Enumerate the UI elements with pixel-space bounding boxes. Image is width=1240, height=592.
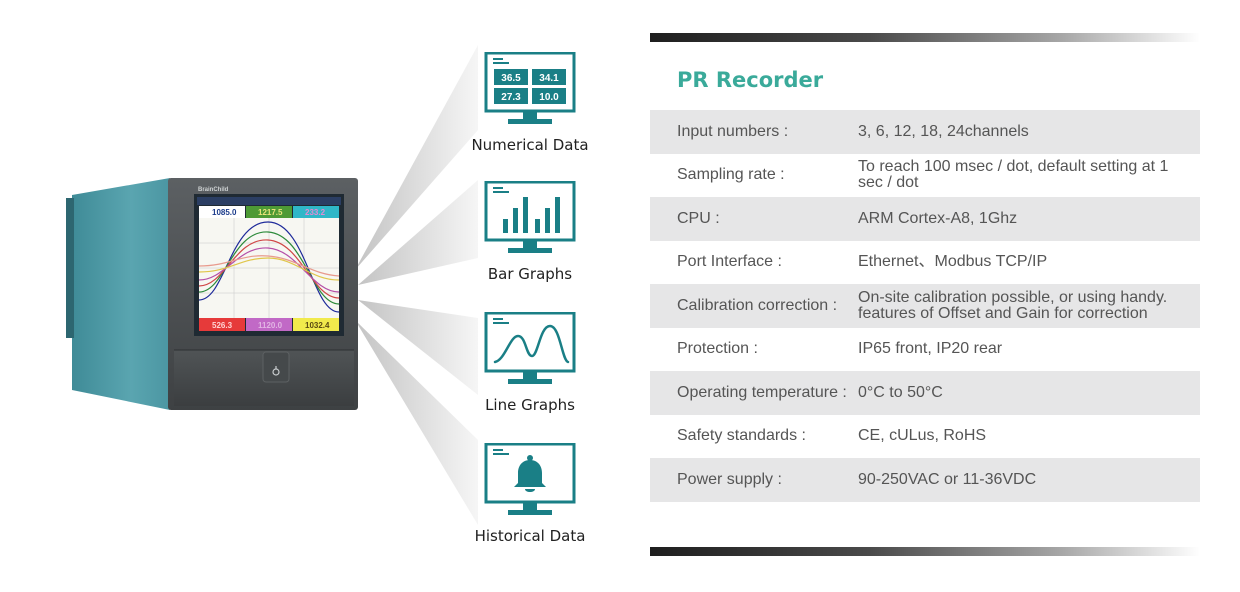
readout-bottom-1: 526.3 xyxy=(212,321,233,330)
alarm-bell-monitor-icon xyxy=(460,442,600,523)
readout-top-2: 1217.5 xyxy=(258,208,283,217)
readout-bottom-3-box xyxy=(293,318,339,331)
numeric-value-3: 27.3 xyxy=(501,92,521,103)
numeric-value-4: 10.0 xyxy=(539,92,559,103)
readout-top-1: 1085.0 xyxy=(212,208,237,217)
numerical-data-monitor-icon: 36.5 34.1 27.3 10.0 xyxy=(460,51,600,132)
device-screen-menubar xyxy=(197,197,341,205)
readout-bottom-2-box xyxy=(246,318,292,331)
panel-top-bar xyxy=(650,33,1200,42)
spec-value: On-site calibration possible, or using h… xyxy=(858,288,1168,322)
feature-numerical-data: 36.5 34.1 27.3 10.0 Numerical Data xyxy=(460,51,600,154)
spec-row: Protection : IP65 front, IP20 rear xyxy=(650,328,1200,372)
spec-label: Sampling rate : xyxy=(677,166,785,184)
line-graph-monitor-icon xyxy=(460,311,600,392)
readout-top-1-box xyxy=(199,206,245,218)
readout-top-3: 233.2 xyxy=(305,208,326,217)
spec-value: 90-250VAC or 11-36VDC xyxy=(858,470,1037,488)
spec-label: Protection : xyxy=(677,340,758,358)
spec-label: Calibration correction : xyxy=(677,296,838,314)
spec-row: Input numbers : 3, 6, 12, 18, 24channels xyxy=(650,110,1200,154)
bar-graph-monitor-icon xyxy=(460,180,600,261)
spec-value: CE, cULus, RoHS xyxy=(858,427,987,445)
spec-value: Ethernet、Modbus TCP/IP xyxy=(858,253,1048,271)
device-back-strip xyxy=(66,198,74,338)
device-side xyxy=(72,178,170,410)
panel-title: PR Recorder xyxy=(677,68,824,92)
numeric-value-2: 34.1 xyxy=(539,73,559,84)
spec-value: ARM Cortex-A8, 1Ghz xyxy=(858,209,1018,227)
spec-row: Power supply : 90-250VAC or 11-36VDC xyxy=(650,458,1200,502)
spec-row: CPU : ARM Cortex-A8, 1Ghz xyxy=(650,197,1200,241)
readout-bottom-3: 1032.4 xyxy=(305,321,330,330)
ray-4 xyxy=(355,320,478,525)
spec-row: Sampling rate : To reach 100 msec / dot,… xyxy=(650,154,1200,198)
panel-bottom-bar xyxy=(650,547,1200,556)
feature-label: Bar Graphs xyxy=(487,265,573,283)
spec-label: Power supply : xyxy=(677,470,782,488)
spec-table: Input numbers : 3, 6, 12, 18, 24channels… xyxy=(650,110,1200,502)
spec-row: Calibration correction : On-site calibra… xyxy=(650,284,1200,328)
spec-label: Safety standards : xyxy=(677,427,806,445)
screen-waveforms xyxy=(198,221,340,313)
readout-bottom-1-box xyxy=(199,318,245,331)
readout-bottom-2: 1120.0 xyxy=(258,321,283,330)
spec-value: 0°C to 50°C xyxy=(858,383,943,401)
spec-label: Input numbers : xyxy=(677,122,789,140)
device-brand: BrainChild xyxy=(198,187,229,193)
feature-label: Numerical Data xyxy=(471,136,589,154)
feature-label: Line Graphs xyxy=(485,396,575,414)
feature-label: Historical Data xyxy=(474,527,586,545)
readout-top-2-box xyxy=(246,206,292,218)
spec-row: Operating temperature : 0°C to 50°C xyxy=(650,371,1200,415)
spec-label: CPU : xyxy=(677,209,720,227)
feature-bar-graphs: Bar Graphs xyxy=(460,180,600,283)
feature-line-graphs: Line Graphs xyxy=(460,311,600,414)
spec-row: Safety standards : CE, cULus, RoHS xyxy=(650,415,1200,459)
spec-row: Port Interface : Ethernet、Modbus TCP/IP xyxy=(650,241,1200,285)
spec-value: To reach 100 msec / dot, default setting… xyxy=(858,158,1169,192)
spec-value: 3, 6, 12, 18, 24channels xyxy=(858,122,1029,140)
spec-label: Operating temperature : xyxy=(677,383,847,401)
numeric-value-1: 36.5 xyxy=(501,73,521,84)
ray-2 xyxy=(358,180,478,285)
feature-historical-data: Historical Data xyxy=(460,442,600,545)
spec-value: IP65 front, IP20 rear xyxy=(858,340,1003,358)
readout-top-3-box xyxy=(293,206,339,218)
spec-label: Port Interface : xyxy=(677,253,782,271)
ray-1 xyxy=(355,45,478,270)
ray-3 xyxy=(358,300,478,395)
